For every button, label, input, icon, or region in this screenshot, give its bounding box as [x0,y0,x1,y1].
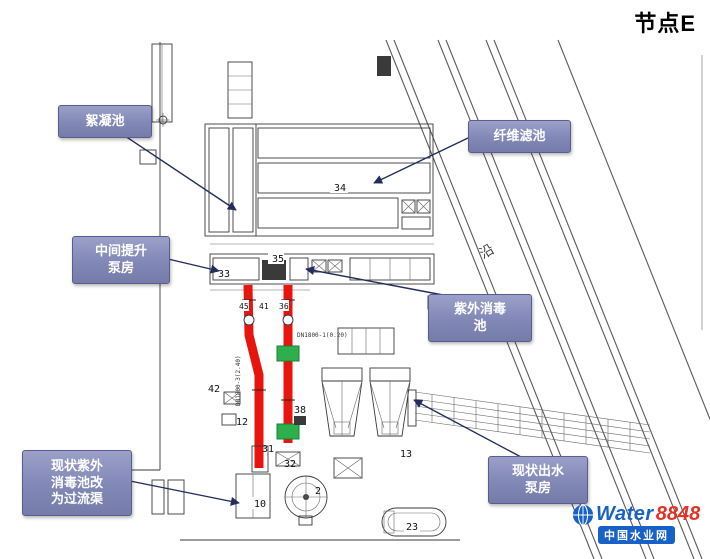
top-structures [139,43,391,165]
hopper-2 [369,367,411,437]
watermark-brand-8848: 8848 [655,503,701,525]
label-35: 35 [272,254,284,265]
callout-fiber-filter: 纤维滤池 [468,120,571,153]
watermark-brand-water: Water [596,503,654,525]
label-23: 23 [406,522,418,533]
leader-fiber-filter [373,137,469,184]
leader-intermediate-lift [167,258,220,274]
red-pipe-left [242,284,266,468]
globe-icon [572,503,594,526]
callout-flocculation: 絮凝池 [58,105,152,138]
label-32: 32 [284,459,296,470]
watermark-site-name: 中国水业网 [598,526,675,544]
label-13: 13 [400,449,412,460]
label-38: 38 [294,405,306,416]
leader-uv-disinfection [305,266,444,296]
outfall-pipes [407,389,651,454]
label-42: 42 [208,384,220,395]
leader-lines [124,135,522,506]
label-2: 2 [315,486,321,497]
green-gate-lower [276,423,300,440]
callout-intermediate-lift: 中间提升 泵房 [72,236,170,284]
leader-flocculation [124,135,237,211]
label-10: 10 [254,499,266,510]
label-36: 36 [279,302,289,311]
clarifier-circle: 2 [284,457,363,526]
callout-existing-uv: 现状紫外 消毒池改 为过流渠 [22,450,132,516]
pipe-annotations: 45 41 36 DN1800-1(0.20) DN1800-3(2.40) [235,300,348,406]
building-23: 23 [381,507,447,537]
flocculation-tank [208,127,254,233]
label-41: 41 [259,302,269,311]
road-name-char: 沿 [477,241,497,262]
pipe-size-label-1: DN1800-1(0.20) [297,332,348,339]
page-title: 节点E [634,11,696,36]
overflow-channel: 10 [151,445,271,519]
label-33: 33 [218,269,230,280]
green-gate-upper [276,345,300,362]
treatment-building: 34 [204,123,434,237]
label-45: 45 [239,302,249,311]
pipe-valves [243,314,294,326]
label-12: 12 [236,417,248,428]
callout-uv-disinfection: 紫外消毒 池 [428,294,532,342]
label-34: 34 [334,183,346,194]
pump-house-row: 33 35 [209,252,435,285]
leader-existing-outlet [413,399,522,458]
leader-existing-uv [129,480,240,506]
hopper-1 [321,367,363,437]
pipe-size-label-2: DN1800-3(2.40) [235,355,242,406]
outlet-pump-house: 13 [321,295,445,460]
callout-existing-outlet: 现状出水 泵房 [488,456,588,504]
fiber-filter-tank: 34 [257,127,431,230]
survey-mark [156,113,170,127]
